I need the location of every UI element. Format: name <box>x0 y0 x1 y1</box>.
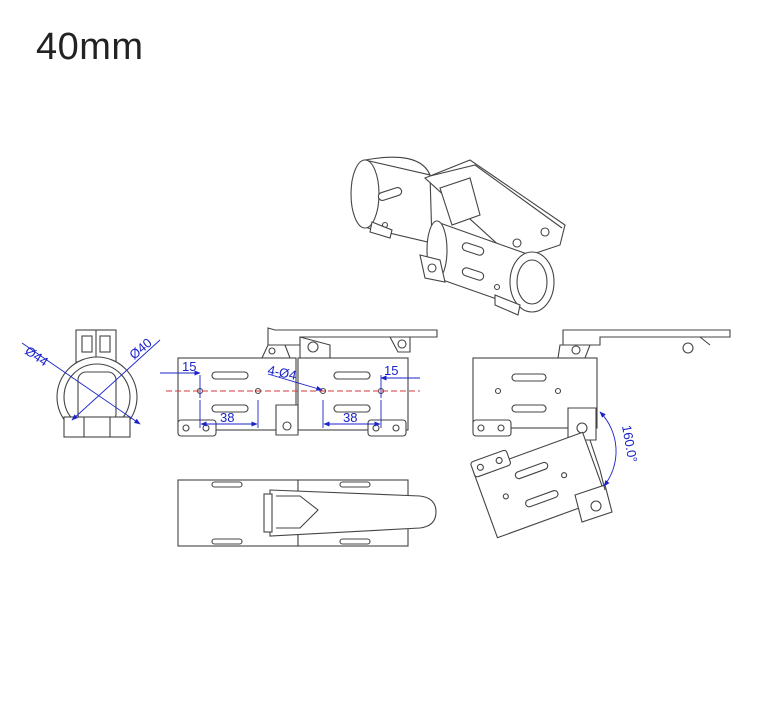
folded-view: 160.0° <box>470 329 731 539</box>
dim-4-holes: 4-Ø4 <box>266 362 297 383</box>
dim-15-left: 15 <box>182 359 196 374</box>
dim-d44: Ø44 <box>22 343 51 369</box>
end-view: Ø44 Ø40 <box>21 329 161 438</box>
page-title: 40mm <box>36 26 144 68</box>
front-view: 15 38 4-Ø4 15 38 <box>160 327 438 437</box>
dim-15-right: 15 <box>384 363 398 378</box>
dim-angle: 160.0° <box>619 424 640 464</box>
dim-38-left: 38 <box>220 410 234 425</box>
isometric-view <box>350 156 566 316</box>
dim-d40: Ø40 <box>126 335 154 362</box>
dim-38-right: 38 <box>343 410 357 425</box>
bottom-view <box>177 479 437 547</box>
